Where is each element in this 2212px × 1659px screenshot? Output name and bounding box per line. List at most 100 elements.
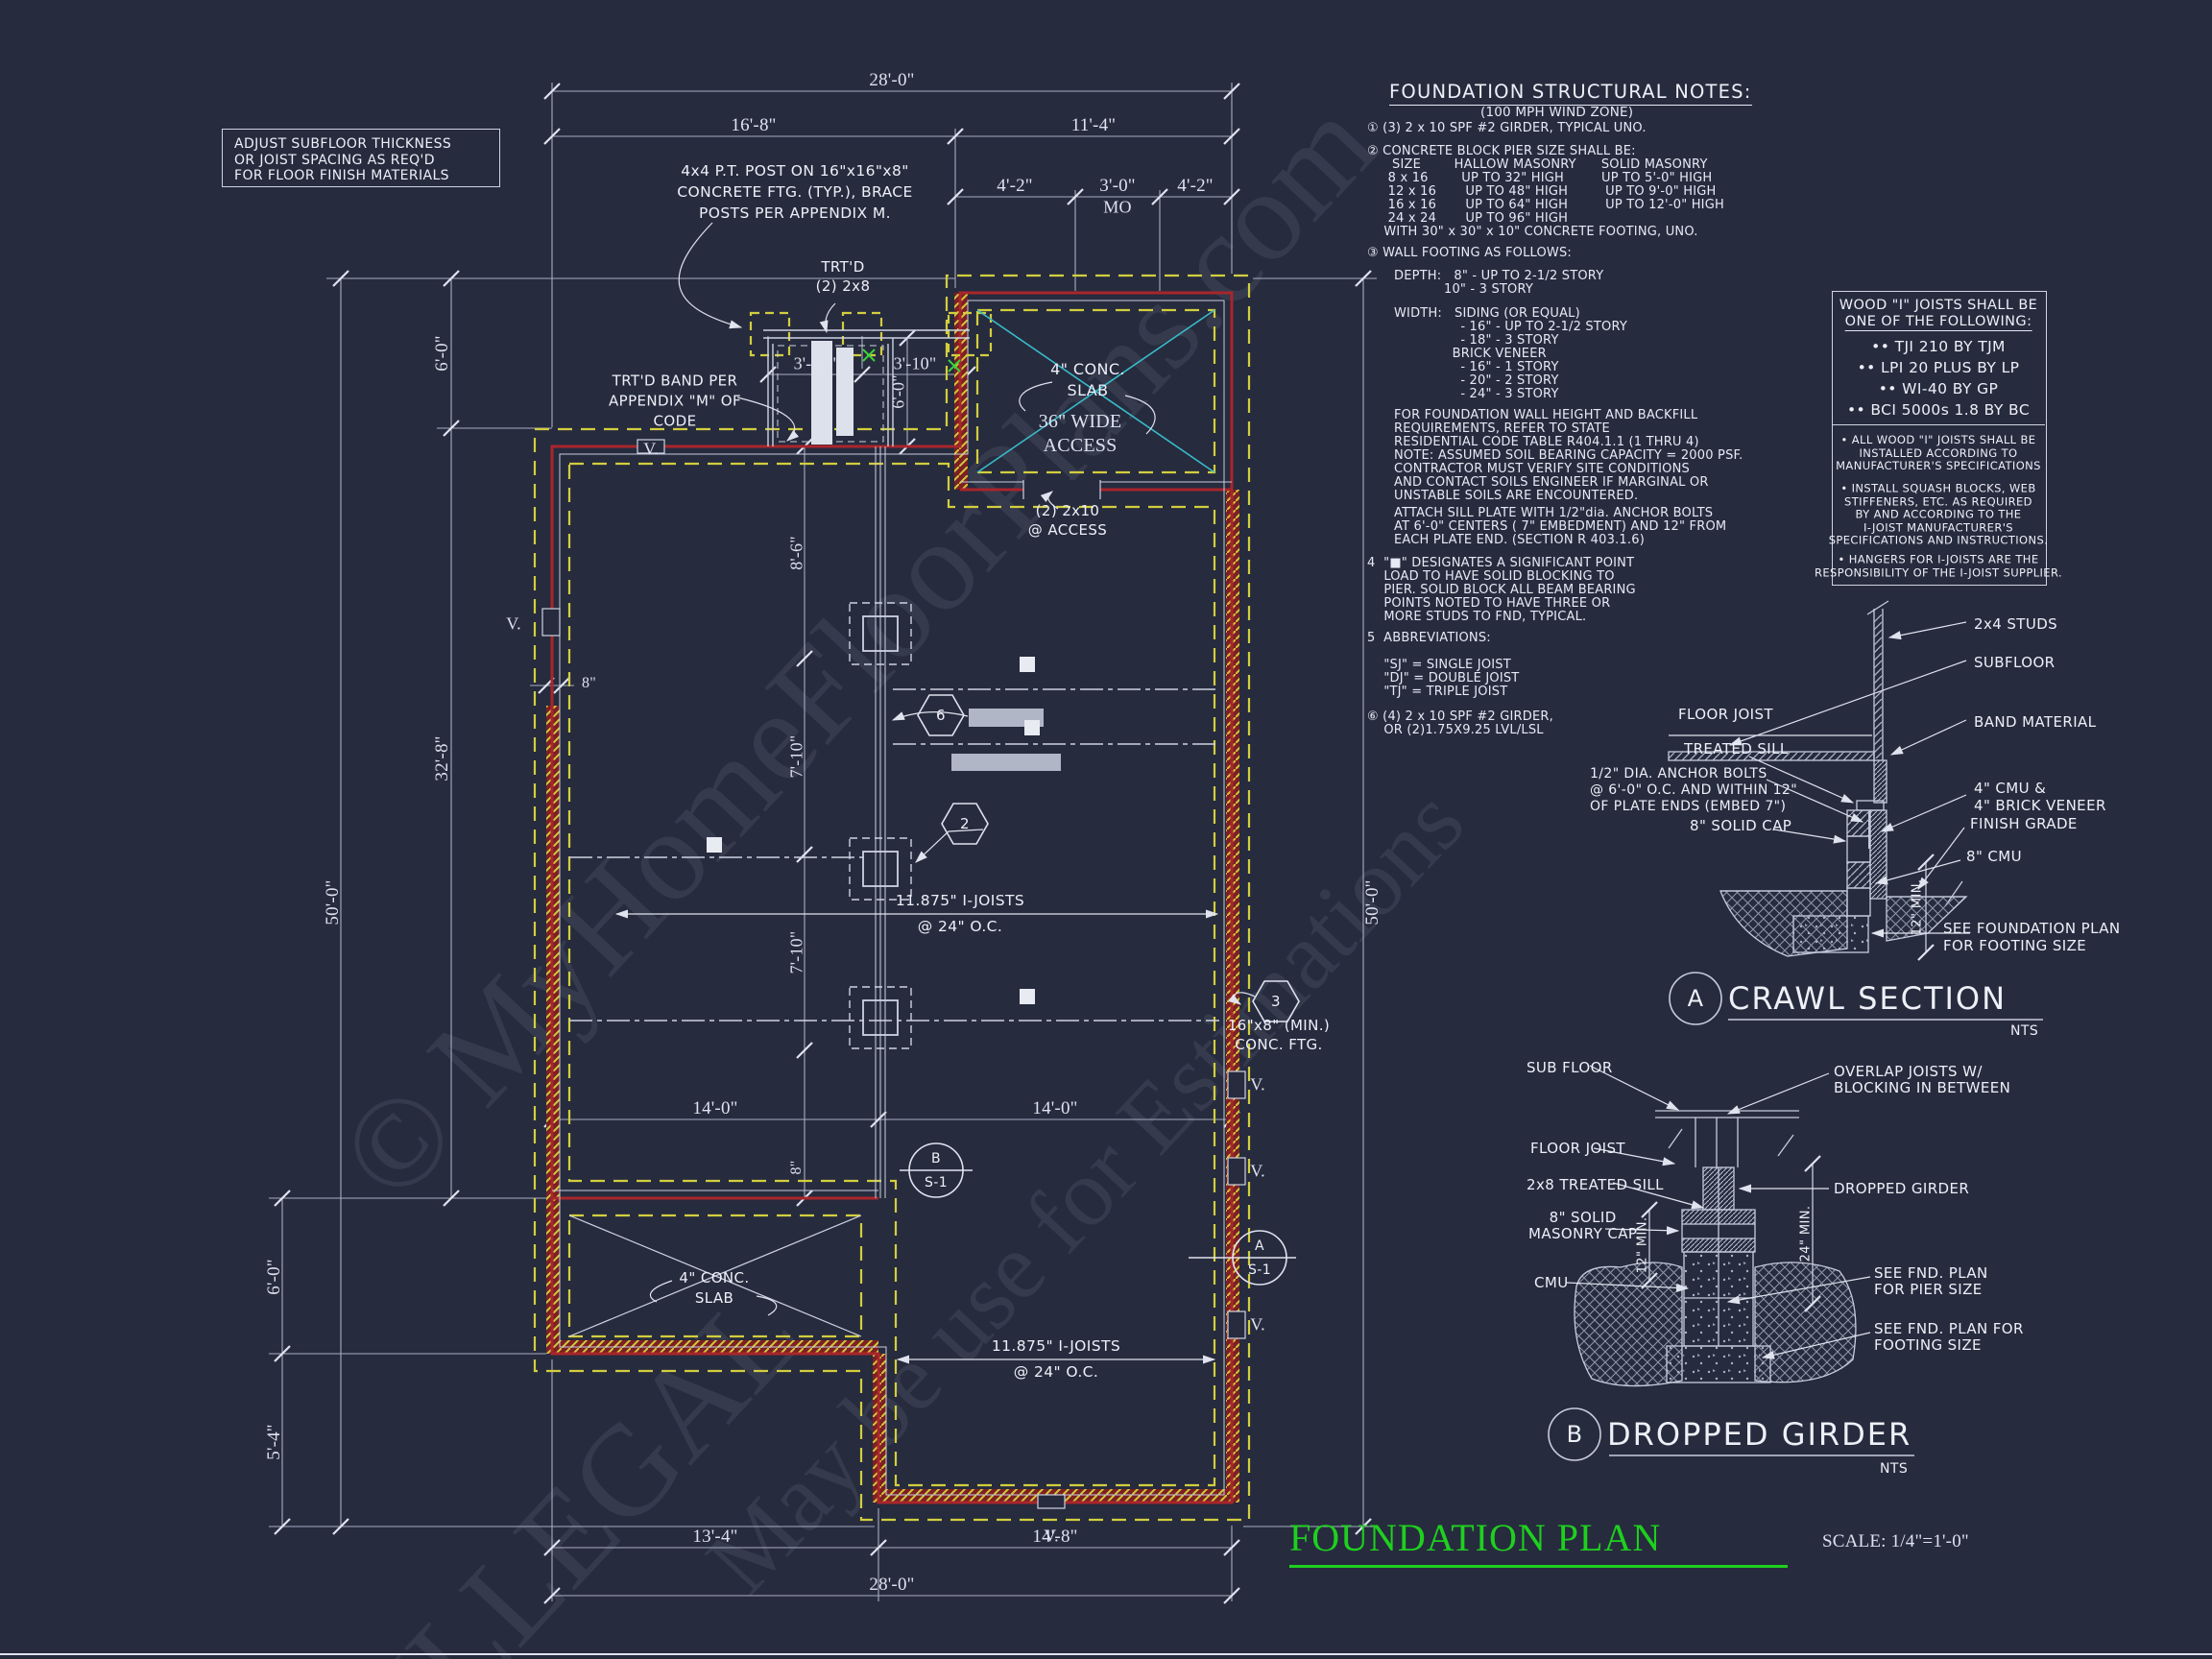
dim-8in-mid: 8" — [788, 1160, 805, 1175]
girder-sill-label: 2x8 TREATED SILL — [1527, 1176, 1664, 1193]
crawl-studs-label: 2x4 STUDS — [1974, 615, 2058, 633]
ijoist-brands: •• TJI 210 BY TJM •• LPI 20 PLUS BY LP •… — [1846, 338, 2031, 419]
pier-squares — [849, 602, 912, 1049]
note-5: 5 ABBREVIATIONS: "SJ" = SINGLE JOIST "DJ… — [1367, 631, 1520, 699]
vent-mark: V. — [506, 613, 521, 634]
dimension-ticks — [273, 82, 1373, 1605]
dim-5-4: 5'-4" — [264, 1424, 284, 1460]
crawl-cap-label: 8" SOLID CAP — [1690, 817, 1792, 834]
covered-labels — [951, 709, 1061, 771]
dim-14-8: 14'-8" — [1032, 1527, 1078, 1547]
crawl-cmu8-label: 8" CMU — [1966, 848, 2023, 865]
section-marker-B-sheet: S-1 — [924, 1175, 949, 1190]
pier-blocks — [862, 615, 899, 1036]
girder-subfloor-label: SUB FLOOR — [1527, 1059, 1613, 1076]
dim-7-10-a: 7'-10" — [786, 734, 806, 779]
dim-3-10-a: 3'-10" — [793, 353, 837, 373]
girder-label-arrows — [1566, 1065, 1871, 1359]
girder-12min-label: 12" MIN. — [1635, 1216, 1650, 1274]
section-marker-B: B — [930, 1151, 942, 1166]
dim-14-0-a: 14'-0" — [692, 1098, 738, 1118]
dim-7-10-b: 7'-10" — [786, 930, 806, 974]
hex-marker-6: 6 — [936, 707, 946, 724]
dim-6-0-b: 6'-0" — [264, 1259, 284, 1295]
crawl-anchor-label: 1/2" DIA. ANCHOR BOLTS @ 6'-0" O.C. AND … — [1590, 766, 1798, 814]
note-2: ② CONCRETE BLOCK PIER SIZE SHALL BE: SIZ… — [1367, 144, 1724, 239]
ijoist-spec-box — [1832, 291, 2047, 586]
point-load-blocks — [707, 657, 1040, 1004]
dim-32-8: 32'-8" — [432, 735, 452, 781]
girder-floor-joist-label: FLOOR JOIST — [1530, 1140, 1625, 1157]
footing-dashed-lines — [533, 274, 1251, 1522]
dim-28-0-top: 28'-0" — [869, 70, 915, 90]
masonry-opening-label: MO — [1103, 197, 1132, 217]
ijoist-heading-1: WOOD "I" JOISTS SHALL BE — [1839, 298, 2038, 313]
dim-6-0-stoop: 6'-0" — [888, 374, 908, 409]
hatched-masonry-walls — [546, 293, 1239, 1503]
vent-mark: V. — [1044, 1526, 1059, 1546]
note-3-code: FOR FOUNDATION WALL HEIGHT AND BACKFILL … — [1394, 408, 1743, 503]
dim-8in-wall: 8" — [582, 675, 596, 691]
stoop-post-labels — [811, 341, 854, 445]
adjust-subfloor-note: ADJUST SUBFLOOR THICKNESS OR JOIST SPACI… — [222, 129, 500, 187]
dim-8-6: 8'-6" — [786, 536, 806, 570]
vent-mark: V. — [1250, 1161, 1265, 1181]
slab-cross-white — [568, 1214, 862, 1337]
girder-dropped-label: DROPPED GIRDER — [1834, 1180, 1970, 1197]
sheet-title: FOUNDATION PLAN — [1289, 1515, 1788, 1568]
trtd-2x8-label: TRT'D (2) 2x8 — [815, 258, 871, 295]
conc-slab2-label: 4" CONC. SLAB — [679, 1269, 750, 1307]
leader-arrows — [614, 222, 1256, 1364]
crawl-band-label: BAND MATERIAL — [1974, 713, 2097, 731]
girder-nts: NTS — [1880, 1461, 1909, 1477]
note-3-sill: ATTACH SILL PLATE WITH 1/2"dia. ANCHOR B… — [1394, 506, 1727, 547]
crawl-label-arrows — [1669, 621, 1970, 938]
dim-3-0: 3'-0" — [1099, 176, 1136, 196]
conc-ftg-label: 16"x8" (MIN.) CONC. FTG. — [1227, 1017, 1331, 1053]
structural-notes-subtitle: (100 MPH WIND ZONE) — [1480, 105, 1634, 120]
dim-6-0-a: 6'-0" — [432, 335, 452, 372]
vent-mark: V. — [643, 439, 659, 459]
crawl-marker-letter: A — [1687, 985, 1704, 1012]
note-3-width: WIDTH: SIDING (OR EQUAL) - 16" - UP TO 2… — [1394, 306, 1627, 401]
girder-footing-note: SEE FND. PLAN FOR FOOTING SIZE — [1874, 1320, 2024, 1354]
girder-pier-note: SEE FND. PLAN FOR PIER SIZE — [1874, 1264, 1988, 1298]
access-opening — [1023, 480, 1100, 499]
hex-marker-2: 2 — [960, 815, 970, 832]
post-note: 4x4 P.T. POST ON 16"x16"x8" CONCRETE FTG… — [677, 162, 913, 222]
note-4: 4 "■" DESIGNATES A SIGNIFICANT POINT LOA… — [1367, 556, 1636, 624]
girder-title: DROPPED GIRDER — [1607, 1416, 1912, 1453]
note-6: ⑥ (4) 2 x 10 SPF #2 GIRDER, OR (2)1.75X9… — [1367, 709, 1553, 737]
green-check-marks — [862, 349, 961, 373]
ijoist-note-1: • ALL WOOD "I" JOISTS SHALL BE INSTALLED… — [1836, 432, 2041, 472]
wide-access-label: 36" WIDE ACCESS — [1038, 411, 1122, 456]
note-3-depth: DEPTH: 8" - UP TO 2-1/2 STORY 10" - 3 ST… — [1394, 269, 1604, 297]
note-3-header: ③ WALL FOOTING AS FOLLOWS: — [1367, 246, 1573, 260]
note-1: ① (3) 2 x 10 SPF #2 GIRDER, TYPICAL UNO. — [1367, 121, 1647, 135]
foundation-walls — [550, 291, 1234, 1504]
ijoist-label-2: 11.875" I-JOISTS @ 24" O.C. — [991, 1337, 1121, 1381]
dim-4-2-a: 4'-2" — [997, 176, 1033, 196]
section-marker-A: A — [1255, 1238, 1264, 1254]
ijoist-note-2: • INSTALL SQUASH BLOCKS, WEB STIFFENERS,… — [1828, 481, 2049, 547]
trtd-band-label: TRT'D BAND PER APPENDIX "M" OF CODE — [608, 372, 742, 430]
crawl-grade-label: FINISH GRADE — [1970, 815, 2078, 832]
conc-slab-label: 4" CONC. SLAB — [1050, 360, 1125, 399]
girder-marker-letter: B — [1566, 1421, 1583, 1448]
section-marker-A-sheet: S-1 — [1247, 1262, 1272, 1278]
plan-white-linework — [541, 309, 1246, 1509]
vent-mark: V. — [1250, 1314, 1265, 1334]
ijoist-label-1: 11.875" I-JOISTS @ 24" O.C. — [895, 892, 1025, 935]
vent-mark: V. — [1250, 1074, 1265, 1094]
dim-16-8: 16'-8" — [731, 115, 777, 135]
girder-24min-label: 24" MIN. — [1798, 1205, 1814, 1262]
crawl-title: CRAWL SECTION — [1728, 980, 2008, 1017]
crawl-section-detail — [1668, 600, 2043, 1025]
crawl-sill-label: TREATED SILL — [1684, 740, 1789, 757]
structural-notes-title: FOUNDATION STRUCTURAL NOTES: — [1389, 81, 1752, 106]
crawl-12min-label: 12" MIN. — [1910, 878, 1925, 936]
sheet-scale: SCALE: 1/4"=1'-0" — [1822, 1531, 1969, 1551]
dimension-lines — [269, 82, 1377, 1605]
